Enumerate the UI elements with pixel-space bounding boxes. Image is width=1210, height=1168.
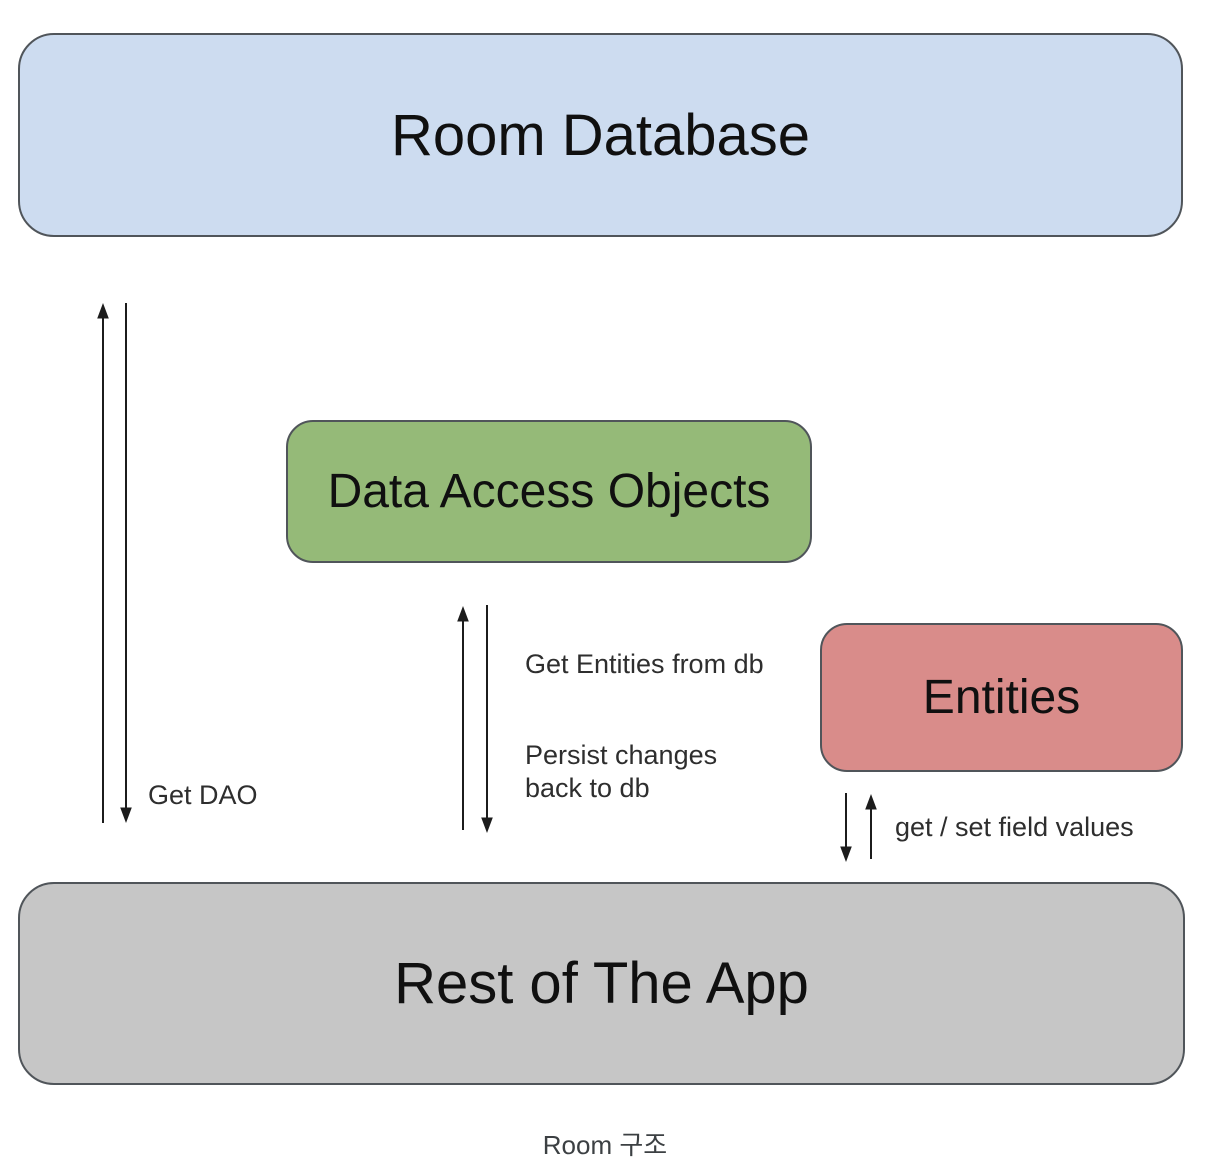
node-entities-label: Entities: [922, 671, 1081, 724]
node-data-access-objects-label: Data Access Objects: [327, 465, 771, 518]
node-data-access-objects: Data Access Objects: [286, 420, 812, 563]
node-rest-of-the-app-label: Rest of The App: [394, 951, 809, 1016]
node-room-database-label: Room Database: [390, 102, 811, 168]
diagram-caption: Room 구조: [542, 1130, 668, 1160]
node-rest-of-the-app: Rest of The App: [18, 882, 1185, 1085]
edge-label-persist-changes-back-to-db: Persist changes back to db: [525, 740, 718, 803]
get-dao-arrow-up: [97, 303, 109, 823]
dao-arrow-down: [481, 605, 493, 833]
edge-label-get-entities-from-db: Get Entities from db: [525, 649, 764, 679]
edge-label-get-dao: Get DAO: [148, 780, 258, 810]
get-dao-arrow-down: [120, 303, 132, 823]
node-room-database: Room Database: [18, 33, 1183, 237]
field-values-arrow-up: [865, 794, 877, 859]
edge-label-get-set-field-values: get / set field values: [895, 812, 1134, 842]
node-entities: Entities: [820, 623, 1183, 772]
field-values-arrow-down: [840, 793, 852, 862]
dao-arrow-up: [457, 606, 469, 830]
